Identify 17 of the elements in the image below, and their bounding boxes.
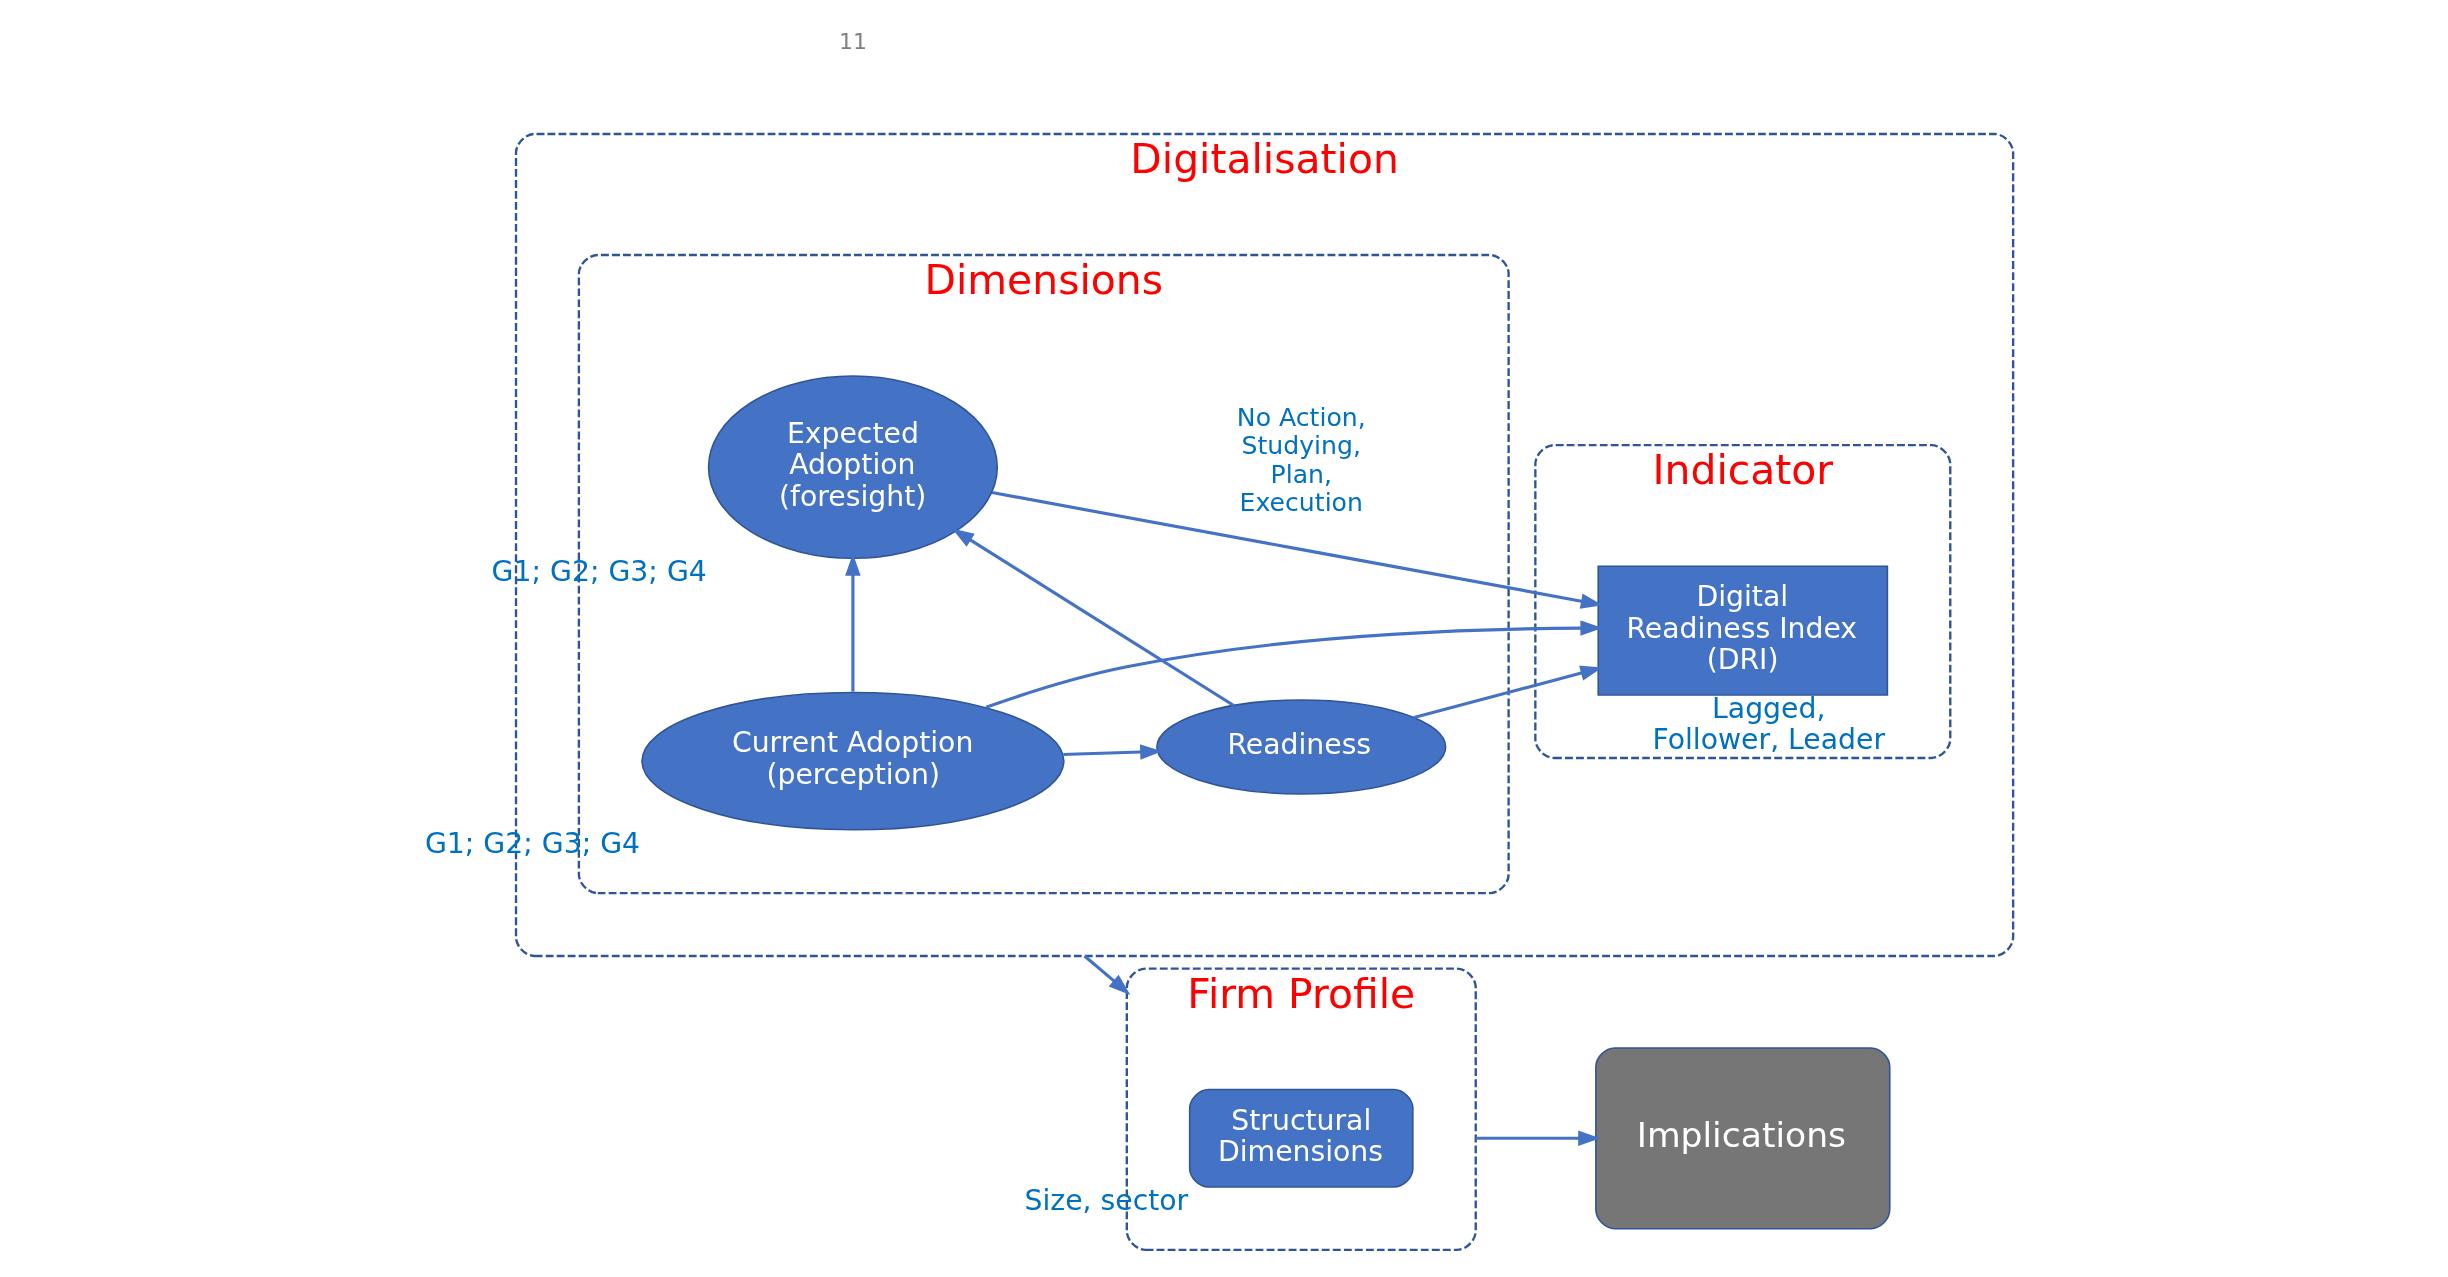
node-ellipse: Current Adoption (perception): [640, 691, 1065, 831]
node-box: Digital Readiness Index (DRI): [1596, 565, 1888, 696]
arrow: [951, 528, 1235, 707]
edge-label: No Action, Studying, Plan, Execution: [1236, 403, 1366, 517]
node-ellipse: Readiness: [1155, 699, 1446, 795]
arrow: [1475, 1130, 1600, 1146]
arrow: [1083, 954, 1130, 995]
node-label: G1; G2; G3; G4: [424, 826, 640, 860]
arrow: [1062, 744, 1162, 760]
label: 11: [838, 28, 867, 54]
node-box: Implications: [1594, 1047, 1891, 1230]
arrow: [985, 620, 1602, 709]
node-ellipse: Expected Adoption (foresight): [707, 375, 998, 560]
node-label: G1; G2; G3; G4: [491, 554, 707, 588]
arrow: [1413, 665, 1602, 719]
node-label: Size, sector: [1024, 1183, 1188, 1217]
node-box: Structural Dimensions: [1188, 1088, 1414, 1188]
